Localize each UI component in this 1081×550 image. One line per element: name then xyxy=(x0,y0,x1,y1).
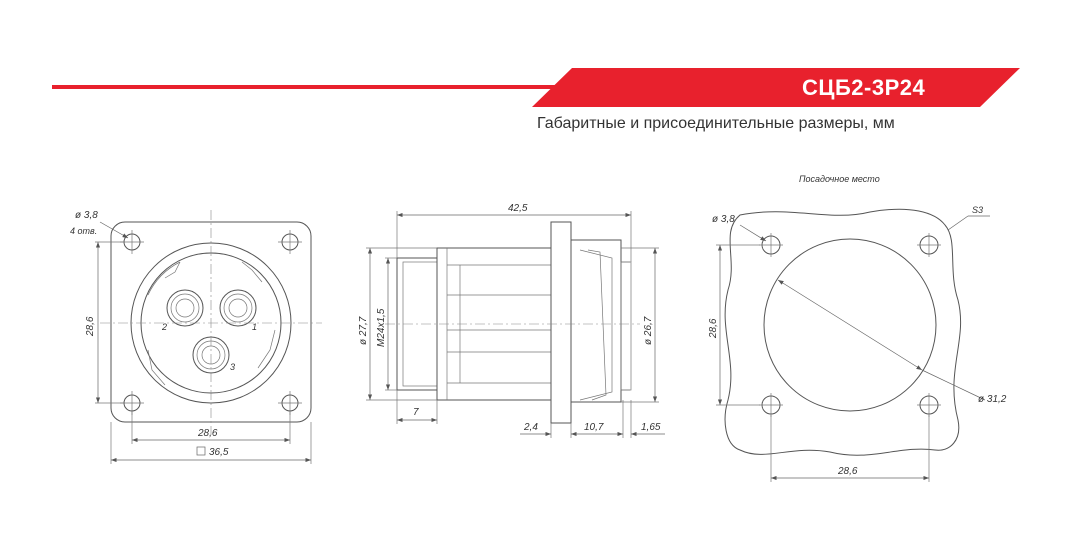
hole-dia-label: ø 3,8 xyxy=(75,210,98,221)
square-icon xyxy=(196,446,206,456)
dim-2-4-label: 2,4 xyxy=(523,422,538,433)
length-dim-label: 42,5 xyxy=(508,203,528,214)
header-rule xyxy=(52,85,572,89)
surface-mark-label: S3 xyxy=(972,205,983,215)
width-dim-label: 28,6 xyxy=(197,428,218,439)
thread-label: M24x1,5 xyxy=(376,308,387,347)
width-dim-label: 28,6 xyxy=(837,466,858,477)
pin-label: 2 xyxy=(161,322,167,332)
mount-view: Посадочное место ø 31,2 ø 3,8 S3 28,6 xyxy=(708,174,1007,482)
pin-1 xyxy=(219,289,257,327)
product-title: СЦБ2-3Р24 xyxy=(802,75,926,100)
hole-count-label: 4 отв. xyxy=(70,226,97,236)
square-dim-label: 36,5 xyxy=(209,447,229,458)
dim-7-label: 7 xyxy=(413,407,419,418)
flange xyxy=(550,221,572,424)
side-view: 42,5 ø 27,7 M24x1,5 ø 26,7 7 2,4 10,7 1,… xyxy=(358,203,665,438)
drawing-subtitle: Габаритные и присоединительные размеры, … xyxy=(537,115,895,132)
dim-10-7-label: 10,7 xyxy=(584,422,604,433)
height-dim-label: 28,6 xyxy=(85,316,96,337)
dia-26-label: ø 26,7 xyxy=(643,316,654,345)
pin-label: 3 xyxy=(230,362,235,372)
cutout-dia-label: ø 31,2 xyxy=(978,394,1007,405)
height-dim-label: 28,6 xyxy=(708,318,719,339)
title-banner xyxy=(532,68,1020,107)
front-view: 2 1 3 ø 3,8 4 отв. 28,6 28,6 36,5 xyxy=(70,210,322,464)
pin-label: 1 xyxy=(252,322,257,332)
dim-1-65-label: 1,65 xyxy=(641,422,661,433)
panel-cutout xyxy=(763,238,937,412)
pin-2 xyxy=(166,289,204,327)
hole-dia-label: ø 3,8 xyxy=(712,214,735,225)
mounting-plate-outline xyxy=(724,208,962,456)
mount-label: Посадочное место xyxy=(799,174,880,184)
dia-27-label: ø 27,7 xyxy=(358,316,369,345)
